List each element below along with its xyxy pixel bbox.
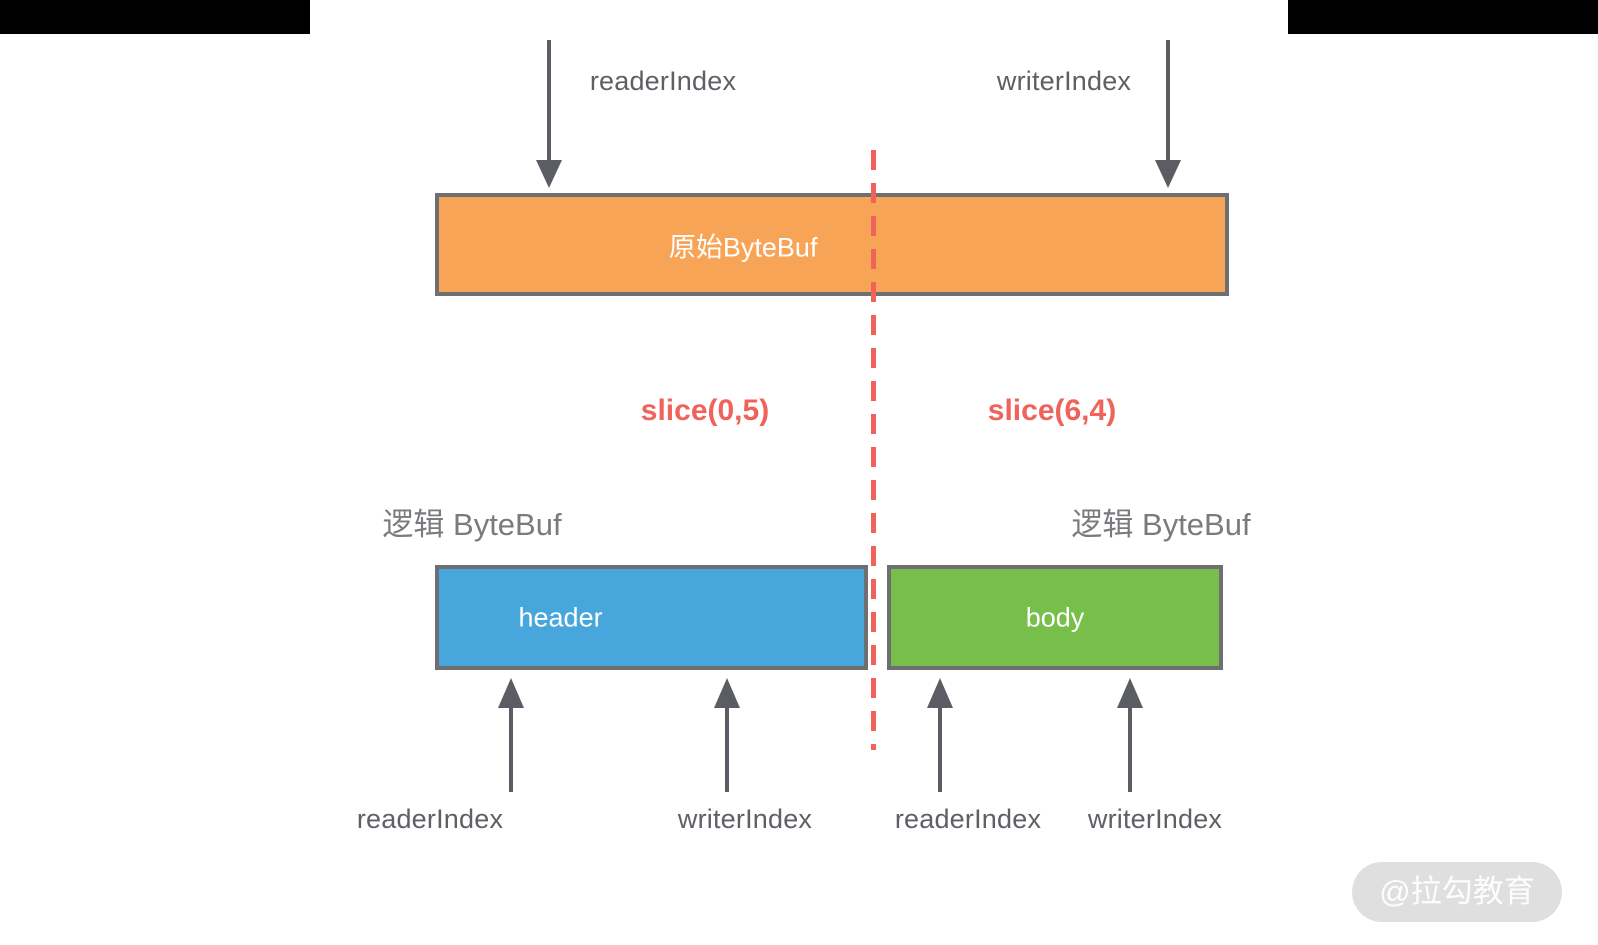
video-letterbox-bar-right xyxy=(1288,0,1598,34)
header-writer-index-up-arrow-icon xyxy=(714,678,740,794)
video-letterbox-bar-left xyxy=(0,0,310,34)
arrow-shaft xyxy=(938,706,942,792)
slice-right-label: slice(6,4) xyxy=(987,394,1117,427)
header-reader-index-up-arrow-icon xyxy=(498,678,524,794)
arrow-head xyxy=(498,678,524,708)
header-writer-index-label: writerIndex xyxy=(677,804,813,834)
logical-bytebuf-right-title: 逻辑 ByteBuf xyxy=(1071,507,1251,542)
body-reader-index-label: readerIndex xyxy=(894,804,1042,834)
arrow-head xyxy=(714,678,740,708)
watermark-badge: @拉勾教育 xyxy=(1352,862,1562,922)
arrow-shaft xyxy=(1166,40,1170,162)
logical-bytebuf-left-title: 逻辑 ByteBuf xyxy=(382,507,562,542)
original-reader-index-label: readerIndex xyxy=(589,66,737,96)
slice-split-dashed-line xyxy=(871,150,876,750)
original-writer-index-label: writerIndex xyxy=(996,66,1132,96)
writer-index-down-arrow-icon xyxy=(1155,40,1181,188)
arrow-shaft xyxy=(725,706,729,792)
header-reader-index-label: readerIndex xyxy=(356,804,504,834)
watermark-text: @拉勾教育 xyxy=(1379,874,1535,909)
arrow-head xyxy=(927,678,953,708)
original-bytebuf-box: 原始ByteBuf xyxy=(435,193,1229,296)
header-bytebuf-label: header xyxy=(518,602,603,632)
arrow-head xyxy=(536,160,562,188)
arrow-shaft xyxy=(1128,706,1132,792)
body-writer-index-up-arrow-icon xyxy=(1117,678,1143,794)
arrow-shaft xyxy=(547,40,551,162)
arrow-head xyxy=(1155,160,1181,188)
body-reader-index-up-arrow-icon xyxy=(927,678,953,794)
body-bytebuf-label: body xyxy=(1025,602,1085,632)
body-writer-index-label: writerIndex xyxy=(1087,804,1223,834)
reader-index-down-arrow-icon xyxy=(536,40,562,188)
original-bytebuf-label: 原始ByteBuf xyxy=(668,232,818,262)
header-bytebuf-box: header xyxy=(435,565,868,670)
arrow-shaft xyxy=(509,706,513,792)
arrow-head xyxy=(1117,678,1143,708)
slice-left-label: slice(0,5) xyxy=(640,394,770,427)
body-bytebuf-box: body xyxy=(887,565,1223,670)
